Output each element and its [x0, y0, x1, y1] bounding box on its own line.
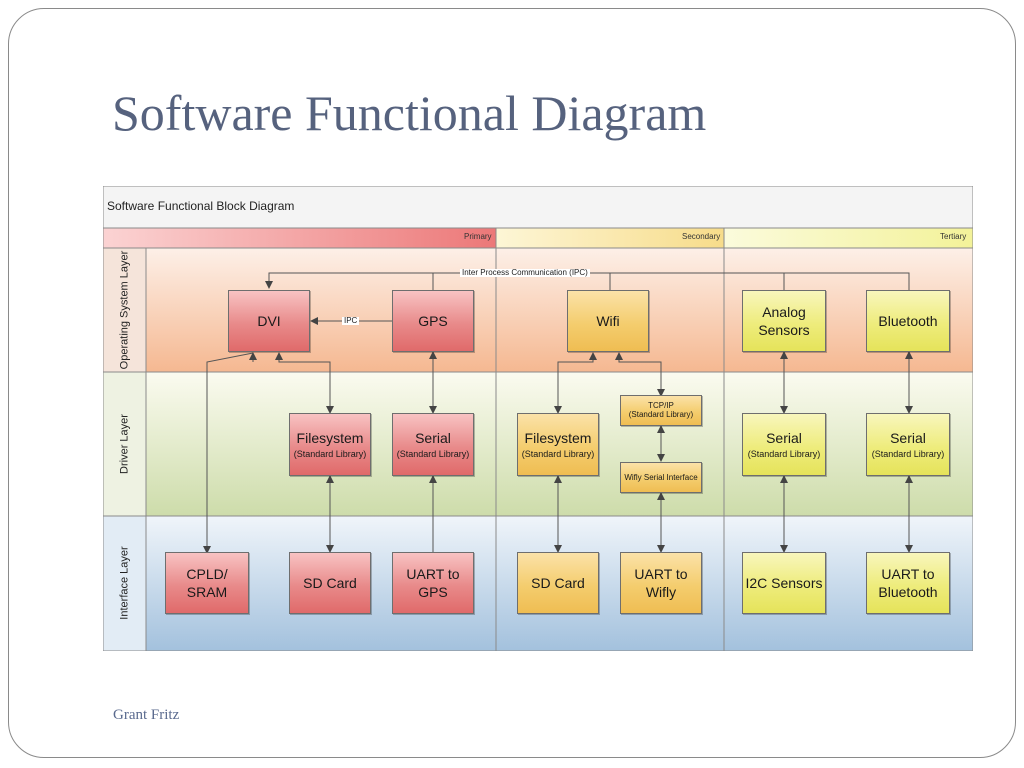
uart-to-gps-box: UART to GPS — [392, 552, 474, 614]
filesystem-box-primary: Filesystem (Standard Library) — [289, 413, 371, 476]
sd-card-label: SD Card — [531, 574, 585, 591]
lane-header-os — [103, 247, 147, 373]
gps-label: GPS — [418, 312, 448, 329]
serial-box-primary: Serial (Standard Library) — [392, 413, 474, 476]
filesystem-label: Filesystem — [296, 429, 364, 446]
diagram-header — [103, 186, 973, 229]
dvi-label: DVI — [257, 312, 281, 329]
bluetooth-label: Bluetooth — [878, 312, 938, 329]
lane-label-driver: Driver Layer — [118, 414, 131, 474]
lane-header-driver — [103, 371, 147, 517]
wifly-serial-interface-box: Wifly Serial Interface — [620, 462, 702, 493]
bluetooth-box: Bluetooth — [866, 290, 950, 352]
gps-box: GPS — [392, 290, 474, 352]
i2c-sensors-label: I2C Sensors — [745, 574, 823, 591]
sd-card-label: SD Card — [303, 574, 357, 591]
slide-title: Software Functional Diagram — [112, 85, 707, 141]
tcpip-sub: (Standard Library) — [628, 410, 694, 420]
filesystem-box-secondary: Filesystem (Standard Library) — [517, 413, 599, 476]
diagram-title: Software Functional Block Diagram — [107, 199, 295, 213]
uart-to-wifly-label: UART to Wifly — [634, 565, 688, 600]
serial-label: Serial — [766, 429, 802, 446]
band-label-tertiary: Tertiary — [940, 232, 967, 241]
i2c-sensors-box: I2C Sensors — [742, 552, 826, 614]
analog-sensors-label: Analog Sensors — [758, 303, 810, 338]
band-primary — [103, 227, 497, 249]
wifi-tcpip-arrow — [615, 352, 665, 397]
functional-block-diagram: Software Functional Block Diagram Primar… — [103, 186, 973, 651]
tcpip-label: TCP/IP — [648, 400, 674, 410]
serial-label: Serial — [890, 429, 926, 446]
tcpip-box: TCP/IP (Standard Library) — [620, 395, 702, 426]
wifi-filesystem-arrow — [554, 352, 597, 414]
serial-sub: (Standard Library) — [747, 448, 821, 459]
lane-header-interface — [103, 515, 147, 651]
footer-author: Grant Fritz — [113, 707, 180, 723]
ipc-label: Inter Process Communication (IPC) — [460, 268, 590, 277]
lane-label-interface: Interface Layer — [118, 546, 131, 620]
dvi-to-cpld-arrow — [203, 352, 254, 554]
band-tertiary — [723, 227, 973, 249]
band-label-secondary: Secondary — [682, 232, 721, 241]
uart-to-bluetooth-label: UART to Bluetooth — [878, 565, 938, 600]
serial-label: Serial — [415, 429, 451, 446]
ipc-short-label: IPC — [342, 316, 360, 325]
uart-to-bluetooth-box: UART to Bluetooth — [866, 552, 950, 614]
wifi-box: Wifi — [567, 290, 649, 352]
band-label-primary: Primary — [464, 232, 492, 241]
dvi-box: DVI — [228, 290, 310, 352]
sd-card-box-primary: SD Card — [289, 552, 371, 614]
serial-box-tertiary-2: Serial (Standard Library) — [866, 413, 950, 476]
filesystem-sub: (Standard Library) — [521, 448, 595, 459]
wifly-serial-interface-label: Wifly Serial Interface — [624, 472, 698, 482]
filesystem-sub: (Standard Library) — [293, 448, 367, 459]
serial-box-tertiary-1: Serial (Standard Library) — [742, 413, 826, 476]
serial-sub: (Standard Library) — [871, 448, 945, 459]
dvi-filesystem-arrow — [275, 352, 334, 414]
cpld-sram-label: CPLD/ SRAM — [186, 565, 228, 600]
sd-card-box-secondary: SD Card — [517, 552, 599, 614]
uart-to-wifly-box: UART to Wifly — [620, 552, 702, 614]
filesystem-label: Filesystem — [524, 429, 592, 446]
serial-sub: (Standard Library) — [396, 448, 470, 459]
analog-sensors-box: Analog Sensors — [742, 290, 826, 352]
cpld-sram-box: CPLD/ SRAM — [165, 552, 249, 614]
uart-to-gps-label: UART to GPS — [406, 565, 460, 600]
wifi-label: Wifi — [596, 312, 620, 329]
lane-label-os: Operating System Layer — [118, 250, 131, 370]
